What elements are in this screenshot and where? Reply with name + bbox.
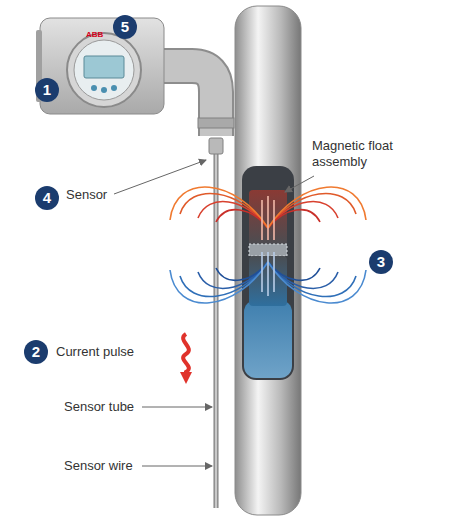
liquid	[244, 300, 292, 378]
callout-number: 4	[35, 186, 59, 210]
display-bezel	[67, 33, 141, 107]
chamber-pipe	[235, 6, 301, 515]
display-glass	[74, 40, 134, 100]
leader-line	[114, 160, 206, 194]
part-label: Magnetic float assembly	[312, 138, 417, 170]
part-label: Current pulse	[56, 344, 134, 360]
elbow-collar	[198, 118, 234, 128]
sensor-tube	[214, 150, 219, 508]
magnetic-field-blue	[170, 252, 366, 303]
magnetic-field-red	[170, 187, 366, 240]
display-screen	[84, 56, 124, 78]
current-pulse-symbol	[183, 334, 189, 378]
transmitter-housing	[40, 18, 164, 114]
callout-number: 3	[369, 250, 393, 274]
leader-line	[285, 176, 314, 192]
leader-line	[142, 407, 212, 408]
brand-mark: ABB	[86, 30, 103, 39]
part-label: Sensor tube	[64, 399, 134, 415]
callout-number: 5	[113, 15, 137, 39]
part-label: Sensor wire	[64, 458, 133, 474]
float-window	[242, 166, 294, 380]
display-button	[91, 85, 97, 91]
leader-line	[142, 466, 212, 467]
callout-number: 1	[35, 78, 59, 102]
callout-number: 2	[24, 340, 48, 364]
sensor-tube-highlight	[215, 150, 218, 508]
display-button	[101, 87, 107, 93]
display-button	[111, 85, 117, 91]
sensor-fitting	[209, 138, 223, 154]
float-top	[249, 190, 287, 246]
part-label: Sensor	[66, 187, 107, 203]
